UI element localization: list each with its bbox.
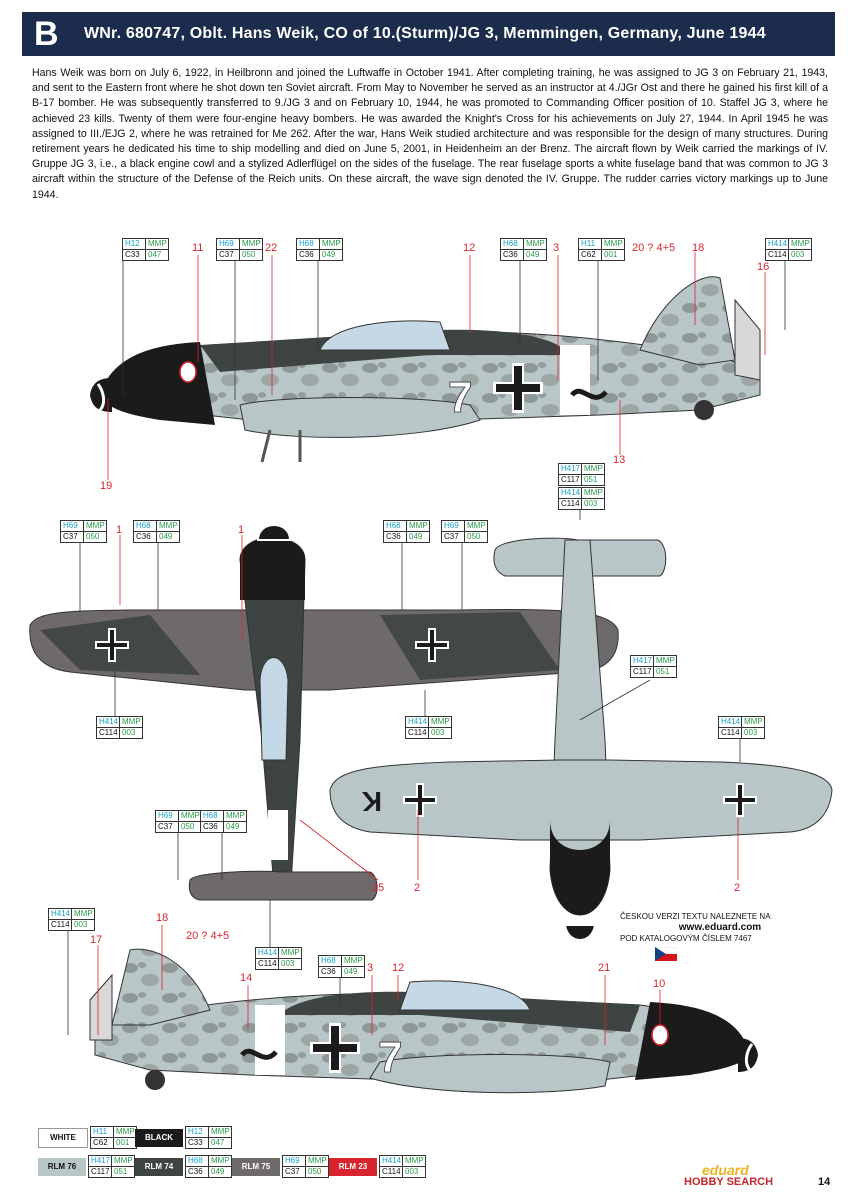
callout-number: 18 (692, 242, 705, 254)
callout-number: 2 (734, 882, 741, 894)
callout-number: 11 (192, 242, 204, 254)
top-view (29, 524, 619, 901)
callout-number: 22 (265, 242, 278, 254)
callout-number: 3 (367, 962, 374, 974)
czech-line-1: ČESKOU VERZI TEXTU NALEZNETE NA (620, 912, 771, 921)
czech-line-2: POD KATALOGOVÝM ČÍSLEM 7467 (620, 934, 752, 943)
callout-number: 10 (653, 978, 666, 990)
callout-number: 1 (116, 524, 123, 536)
pilot-biography: Hans Weik was born on July 6, 1922, in H… (32, 67, 828, 201)
callout-number: 19 (100, 480, 113, 492)
bottom-view: K (329, 537, 833, 941)
profile-header: B WNr. 680747, Oblt. Hans Weik, CO of 10… (22, 12, 835, 56)
callout-number: 15 (372, 882, 385, 894)
side-profile-right: 7 (89, 948, 758, 1094)
callout-number: 1 (238, 524, 245, 536)
czech-flag-icon (655, 947, 677, 961)
eduard-logo: eduard (702, 1162, 749, 1178)
code-leader-lines (67, 258, 786, 1035)
page-number: 14 (818, 1176, 831, 1188)
callout-number: 2 (414, 882, 421, 894)
hobby-search-watermark: HOBBY SEARCH (684, 1176, 774, 1188)
callout-number: 12 (463, 242, 476, 254)
callout-number: 3 (553, 242, 560, 254)
svg-text:7: 7 (448, 373, 472, 422)
profile-letter: B (34, 15, 59, 53)
svg-text:K: K (362, 786, 382, 817)
callout-number: 13 (613, 454, 626, 466)
side-profile-left: 7 (90, 276, 761, 463)
profile-title: WNr. 680747, Oblt. Hans Weik, CO of 10.(… (84, 25, 766, 42)
svg-text:7: 7 (378, 1033, 402, 1082)
callout-number: 20 ? 4+5 (632, 242, 676, 254)
callout-number: 12 (392, 962, 405, 974)
callout-number: 21 (598, 962, 611, 974)
czech-note: ČESKOU VERZI TEXTU NALEZNETE NA www.edua… (620, 911, 820, 944)
callout-number: 20 ? 4+5 (186, 930, 230, 942)
callout-number: 16 (757, 261, 770, 273)
callout-number: 18 (156, 912, 169, 924)
callout-number: 17 (90, 934, 103, 946)
callout-number: 14 (240, 972, 253, 984)
website-link[interactable]: www.eduard.com (678, 922, 762, 933)
leader-lines (97, 252, 766, 1045)
